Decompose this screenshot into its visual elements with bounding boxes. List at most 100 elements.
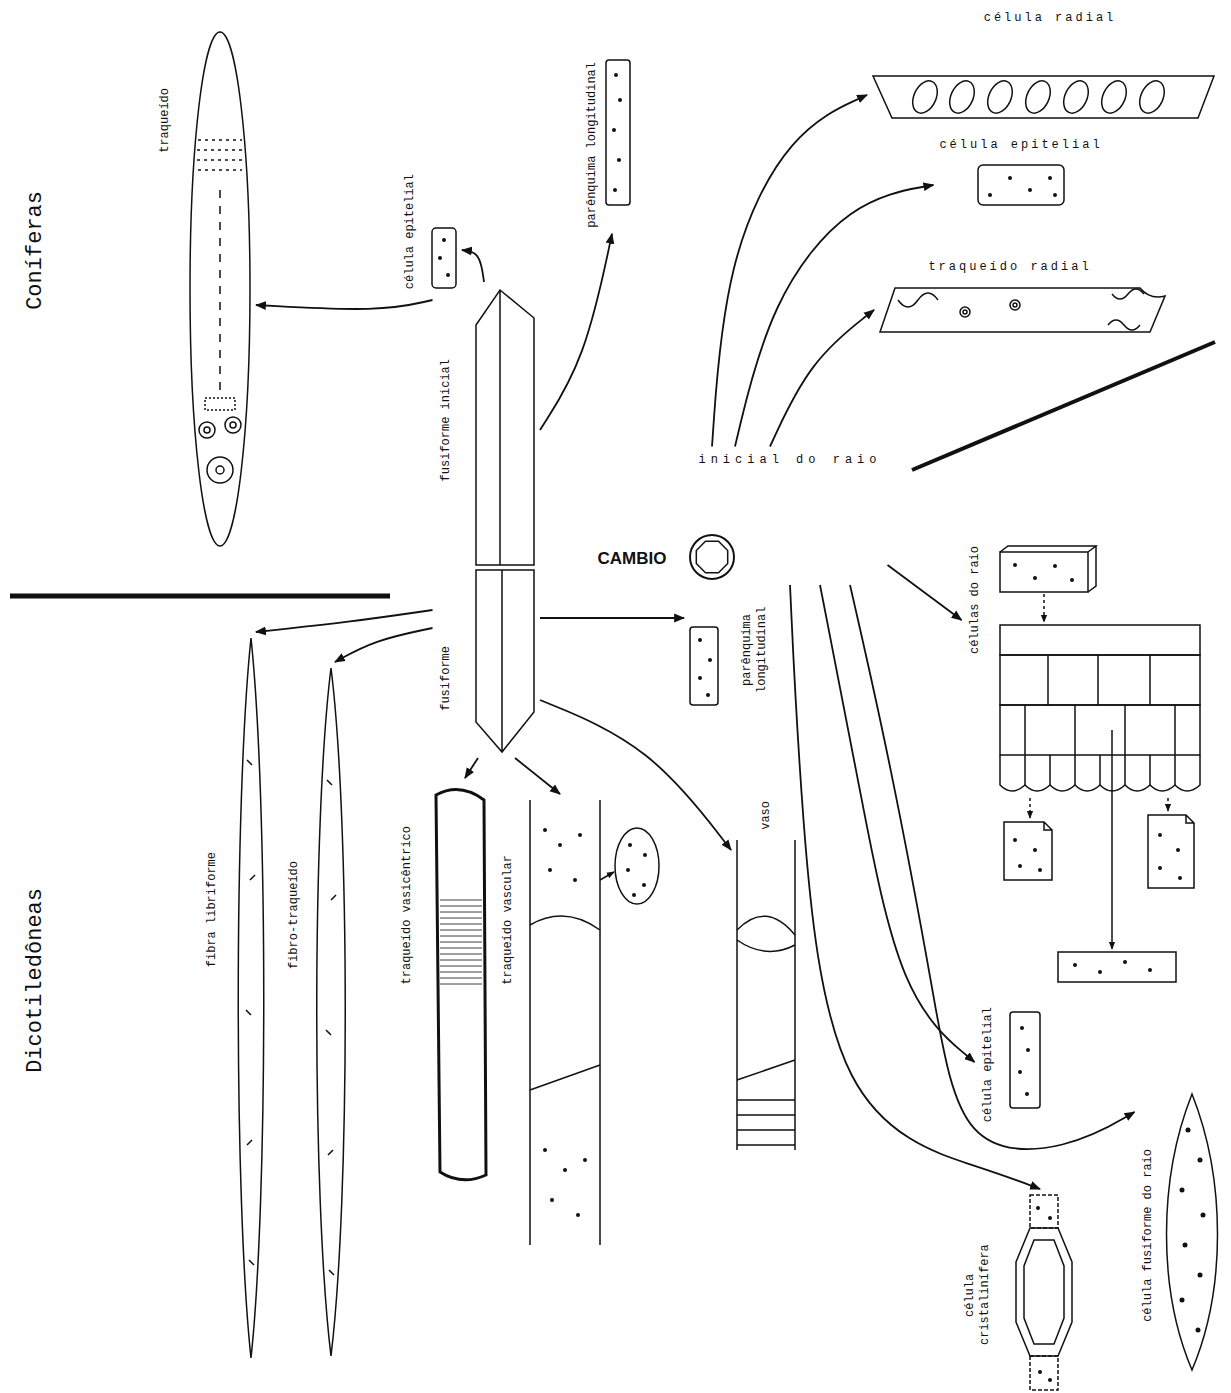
ray-cells-drawing — [1176, 848, 1180, 852]
vascular-tracheid-drawing — [642, 883, 646, 887]
fusiform-ray-cell-drawing — [1180, 1188, 1185, 1193]
crystalliferous-cell-drawing — [1036, 1206, 1052, 1382]
cell-label: célula epitelial — [939, 138, 1102, 153]
tracheid-drawing — [197, 140, 243, 170]
epithelial-cell: célula epitelial — [397, 168, 463, 295]
ray-cells-drawing — [1000, 625, 1200, 655]
vascular-tracheid-drawing — [576, 1213, 580, 1217]
arrow-connector — [770, 310, 874, 447]
label-slot: fusiforme — [439, 646, 454, 711]
epithelial-drawing — [978, 165, 1064, 205]
cell-label: célula epitelial — [403, 174, 418, 289]
axial-parenchyma-cell: parênquima longitudinal — [579, 54, 637, 234]
tracheid-drawing — [216, 466, 224, 474]
crystalliferous-cell-drawing — [1048, 1378, 1052, 1382]
vasicentric-tracheid: traqueído vasicêntrico — [394, 778, 493, 1186]
parenchyma-drawing — [698, 638, 712, 697]
epithelial-drawing — [1018, 1026, 1030, 1096]
fusiform-ray-cell-drawing — [1196, 1328, 1201, 1333]
ray-tracheid-drawing — [960, 307, 970, 317]
cambium-drawing — [690, 535, 734, 579]
fiber-tracheid-drawing — [317, 668, 346, 1356]
ray-cells-drawing — [1111, 730, 1113, 949]
vessel-element-drawing — [737, 840, 795, 1150]
crystalliferous-cell-drawing — [1024, 1240, 1064, 1344]
fusiform-ray-cell-drawing — [1180, 1298, 1185, 1303]
parenchyma-drawing — [617, 158, 621, 162]
cell-label: parênquima longitudinal — [740, 600, 770, 700]
cell-label: célula epitelial — [981, 1007, 996, 1122]
fusiform-drawing — [476, 290, 534, 752]
ray-cells-drawing — [1178, 876, 1182, 880]
parenchyma-drawing — [618, 98, 622, 102]
ray-cells-drawing — [1013, 563, 1017, 567]
section-label: Dicotiledôneas — [22, 888, 50, 1073]
crystalliferous-cell-drawing — [1030, 1195, 1058, 1228]
parenchyma-drawing — [698, 638, 702, 642]
arrow-connector — [735, 185, 933, 447]
label-slot: célula cristalinífera — [963, 1235, 993, 1355]
cell-label: fusiforme inicial — [439, 359, 454, 481]
crystalliferous-cell-drawing — [1036, 1206, 1040, 1210]
arrow-connector — [465, 758, 478, 778]
section-label: Coníferas — [22, 191, 50, 310]
label-slot: traqueído — [158, 88, 173, 153]
fusiform-ray-cell-drawing — [1167, 1094, 1218, 1370]
parenchyma-drawing — [613, 188, 617, 192]
ray-cells-drawing — [1013, 838, 1017, 842]
label-slot: CAMBIO — [598, 548, 667, 569]
ray-cells-drawing — [1043, 594, 1045, 622]
vasicentric-tracheid-drawing — [436, 790, 486, 1180]
epithelial-drawing — [432, 228, 456, 288]
ray-cell-drawing — [1059, 77, 1093, 117]
ray-cells: células do raio — [962, 540, 1212, 996]
tracheid-drawing — [205, 398, 235, 410]
crystalliferous-cell-drawing — [1016, 1228, 1072, 1356]
tracheid-drawing — [230, 422, 236, 428]
ray-initial: inicial do raioCAMBIO — [592, 447, 888, 586]
cell-label: traqueído vasicêntrico — [400, 826, 415, 984]
label-slot: células do raio — [968, 546, 983, 655]
ray-cell: célula radial — [867, 5, 1220, 125]
vascular-tracheid: traqueído vascular — [495, 794, 666, 1251]
ray-cells-drawing — [1000, 546, 1096, 592]
ray-tracheid-drawing — [880, 288, 1165, 332]
tracheid-drawing — [225, 417, 241, 433]
ray-cell-drawing — [1021, 77, 1055, 117]
ray-cells-drawing — [1070, 578, 1074, 582]
crystalliferous-cell-drawing — [1038, 1370, 1042, 1374]
ray-cells-drawing — [1033, 848, 1037, 852]
ray-cells-drawing — [1058, 952, 1176, 982]
ray-cells-drawing — [1013, 563, 1074, 582]
ray-cell-drawing — [1097, 77, 1131, 117]
ray-tracheid-drawing — [963, 310, 967, 314]
ray-tracheid-drawing — [880, 288, 1165, 332]
fusiform-ray-cell-drawing — [1186, 1128, 1191, 1133]
ray-cells-drawing — [1073, 963, 1077, 967]
epithelial-drawing — [988, 193, 992, 197]
arrow-connector — [256, 610, 433, 632]
vascular-tracheid-drawing — [543, 1148, 547, 1152]
epithelial-drawing — [1008, 176, 1012, 180]
crystalliferous-cell-drawing — [1048, 1216, 1052, 1220]
fusiform-drawing — [476, 570, 534, 752]
arrow-connector — [462, 250, 484, 282]
crystalliferous-cell-drawing — [1030, 1356, 1058, 1390]
vessel-element-drawing — [737, 840, 795, 1150]
tracheid-drawing — [190, 32, 250, 546]
epithelial-drawing — [1028, 188, 1032, 192]
label-slot: célula radial — [984, 11, 1117, 26]
parenchyma-drawing — [606, 60, 630, 205]
ray-cells-drawing — [1029, 798, 1031, 818]
libriform-fiber-drawing — [246, 760, 255, 1265]
cambium-drawing — [696, 541, 727, 572]
ray-cells-drawing — [1025, 755, 1175, 785]
label-slot: célula epitelial — [981, 1007, 996, 1123]
tracheid-drawing — [219, 190, 221, 390]
libriform-fiber-drawing — [238, 638, 264, 1358]
parenchyma-drawing — [706, 693, 710, 697]
arrow-connector — [335, 628, 433, 662]
vascular-tracheid-drawing — [583, 1158, 587, 1162]
